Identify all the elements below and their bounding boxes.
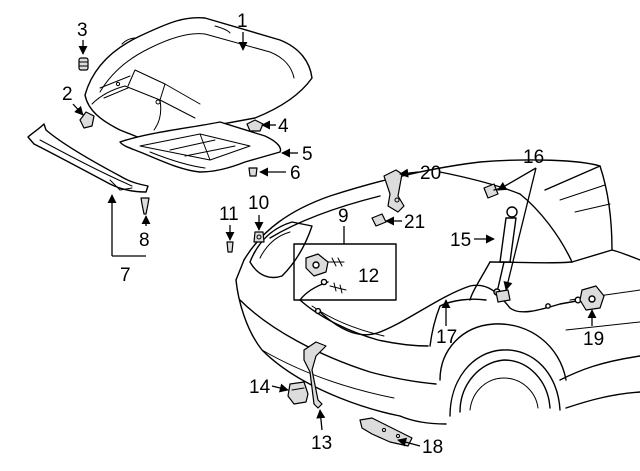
callout-11: 11 xyxy=(219,204,239,225)
callout-12: 12 xyxy=(358,266,379,287)
callout-8: 8 xyxy=(139,230,150,251)
clip-8 xyxy=(140,197,150,215)
latch-19 xyxy=(579,285,605,311)
hood-insulator xyxy=(119,121,282,173)
callout-21: 21 xyxy=(404,212,425,233)
clip-4 xyxy=(246,119,264,132)
vehicle-front-body xyxy=(235,159,640,425)
callout-18: 18 xyxy=(422,437,443,458)
callout-14: 14 xyxy=(249,377,271,398)
callout-4: 4 xyxy=(278,116,289,137)
callout-17: 17 xyxy=(436,327,457,348)
clip-3 xyxy=(78,57,89,71)
callout-7: 7 xyxy=(120,265,131,286)
hood-support-strut xyxy=(493,206,518,296)
bumper-2 xyxy=(79,111,95,129)
leader-lines xyxy=(72,32,597,447)
callout-9: 9 xyxy=(338,206,349,227)
callout-6: 6 xyxy=(290,163,301,184)
callout-2: 2 xyxy=(62,84,73,105)
clip-6 xyxy=(248,167,258,177)
bolt-16 xyxy=(483,183,511,303)
callout-3: 3 xyxy=(77,20,88,41)
callout-1: 1 xyxy=(237,11,248,32)
bolt-21 xyxy=(371,213,387,227)
callout-15: 15 xyxy=(450,230,471,251)
callout-19: 19 xyxy=(583,329,604,350)
clip-11 xyxy=(226,241,234,253)
callout-5: 5 xyxy=(302,144,313,165)
hood-panel xyxy=(84,16,313,143)
hinge-20 xyxy=(383,169,405,213)
hood-weatherstrip xyxy=(27,123,149,193)
latch-rod-13 xyxy=(303,341,327,409)
latch-kit-box xyxy=(293,243,397,301)
callout-labels: 1 2 3 4 5 6 7 8 9 10 11 12 13 14 15 16 1… xyxy=(62,11,604,458)
handle-14 xyxy=(287,381,309,405)
callout-10: 10 xyxy=(248,193,269,214)
callout-16: 16 xyxy=(523,147,544,168)
nut-10 xyxy=(253,231,265,243)
release-cable xyxy=(314,284,583,336)
callout-13: 13 xyxy=(311,433,332,454)
callout-20: 20 xyxy=(420,163,441,184)
